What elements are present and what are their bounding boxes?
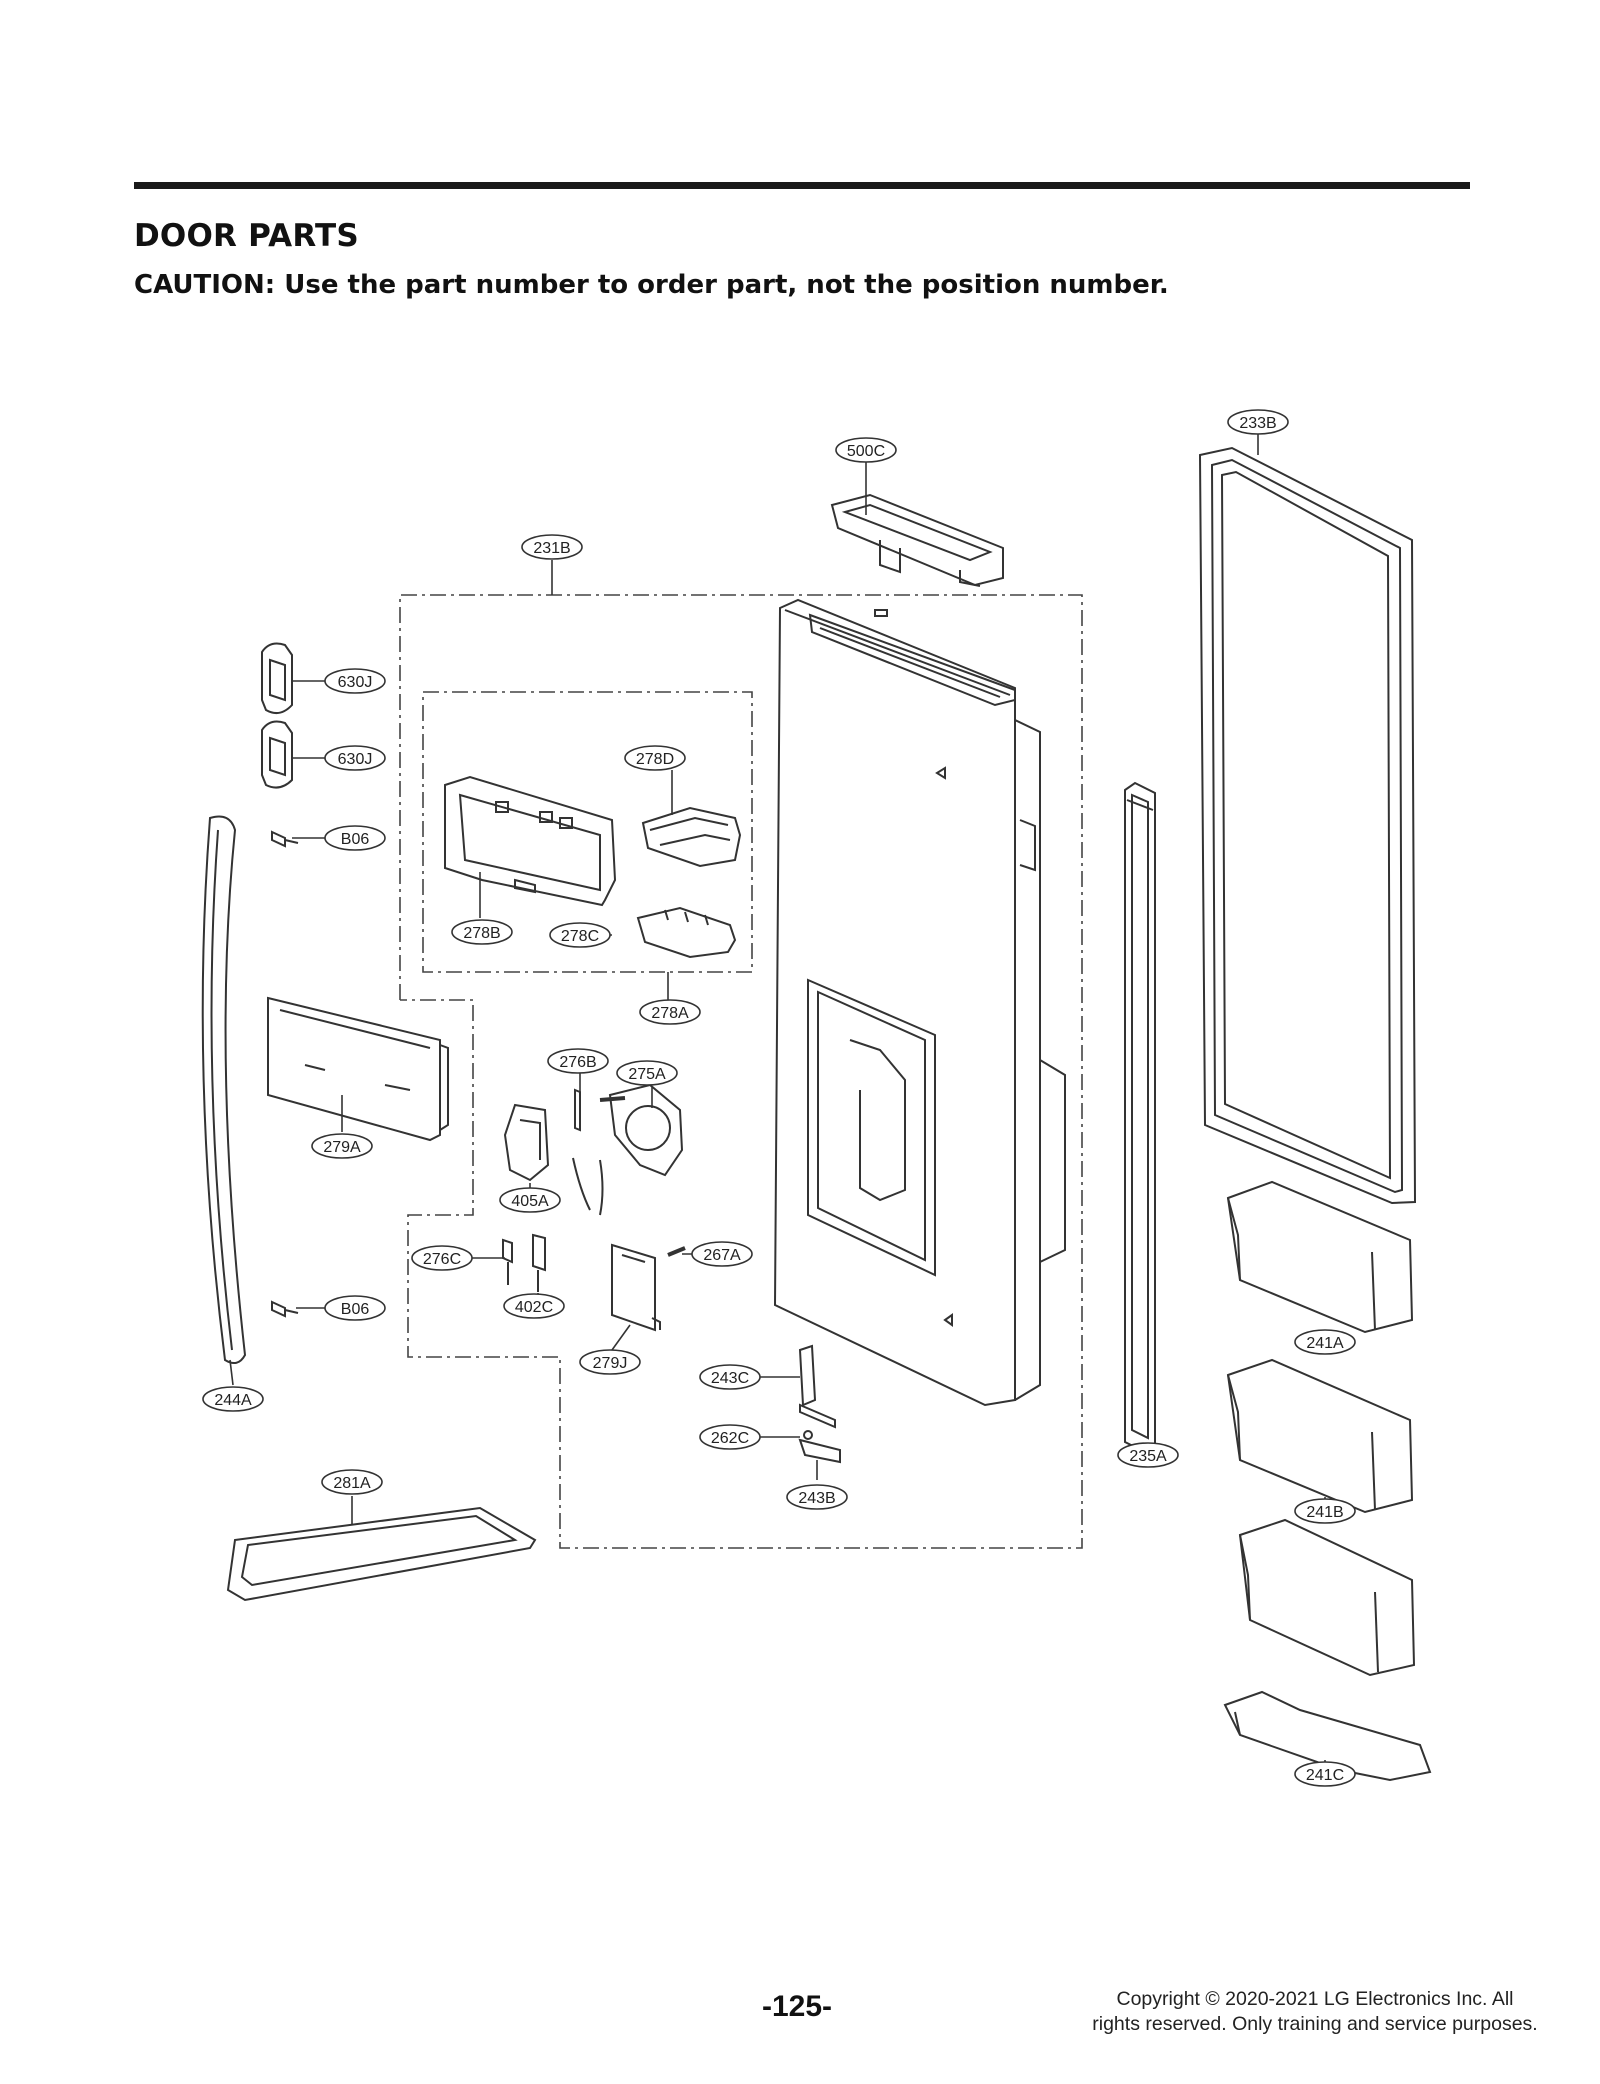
callout-278A: 278A <box>639 999 701 1025</box>
callout-630J-b: 630J <box>324 745 386 771</box>
callout-275A: 275A <box>616 1060 678 1086</box>
svg-text:244A: 244A <box>214 1392 252 1409</box>
part-278B-bracket <box>444 775 617 907</box>
callout-500C: 500C <box>835 437 897 463</box>
svg-text:630J: 630J <box>338 674 373 691</box>
part-278D-bucket <box>641 806 742 868</box>
part-500C-top-hinge <box>830 493 1004 587</box>
part-279A-panel <box>267 996 449 1142</box>
svg-text:405A: 405A <box>511 1193 549 1210</box>
svg-text:243B: 243B <box>798 1490 835 1507</box>
svg-text:278B: 278B <box>463 925 500 942</box>
part-sensor-group <box>502 1233 686 1332</box>
svg-text:267A: 267A <box>703 1247 741 1264</box>
svg-text:402C: 402C <box>515 1299 553 1316</box>
callout-278D: 278D <box>624 745 686 771</box>
svg-text:278C: 278C <box>561 928 599 945</box>
callouts: 500C 233B 231B 630J 630J 278D B06 278B 2… <box>202 409 1356 1787</box>
svg-text:235A: 235A <box>1129 1448 1167 1465</box>
svg-text:278D: 278D <box>636 751 674 768</box>
callout-244A: 244A <box>202 1386 264 1412</box>
svg-text:B06: B06 <box>341 831 370 848</box>
svg-text:231B: 231B <box>533 540 570 557</box>
part-281A-frame <box>226 1506 537 1602</box>
callout-231B: 231B <box>521 534 583 560</box>
svg-text:276B: 276B <box>559 1054 596 1071</box>
part-235A-strip <box>1124 781 1156 1454</box>
leader-lines <box>229 433 1326 1768</box>
svg-text:278A: 278A <box>651 1005 689 1022</box>
part-B06-screws <box>271 830 299 1318</box>
svg-text:281A: 281A <box>333 1475 371 1492</box>
callout-630J-a: 630J <box>324 668 386 694</box>
callout-402C: 402C <box>503 1293 565 1319</box>
copyright-notice: Copyright © 2020-2021 LG Electronics Inc… <box>1092 1988 1538 2035</box>
svg-text:279J: 279J <box>593 1355 628 1372</box>
svg-text:241A: 241A <box>1306 1335 1344 1352</box>
callout-243B: 243B <box>786 1484 848 1510</box>
svg-text:276C: 276C <box>423 1251 461 1268</box>
svg-text:233B: 233B <box>1239 415 1276 432</box>
callout-B06-b: B06 <box>324 1295 386 1321</box>
callout-241C: 241C <box>1294 1761 1356 1787</box>
svg-text:241C: 241C <box>1306 1767 1344 1784</box>
callout-B06-a: B06 <box>324 825 386 851</box>
callout-262C: 262C <box>699 1424 761 1450</box>
svg-text:B06: B06 <box>341 1301 370 1318</box>
header-rule <box>134 182 1470 189</box>
caution-note: CAUTION: Use the part number to order pa… <box>134 270 1169 300</box>
part-door-panel <box>773 598 1066 1407</box>
svg-text:500C: 500C <box>847 443 885 460</box>
callout-276C: 276C <box>411 1245 473 1271</box>
part-lower-hinge <box>798 1344 841 1464</box>
svg-text:279A: 279A <box>323 1139 361 1156</box>
callout-281A: 281A <box>321 1469 383 1495</box>
section-title: DOOR PARTS <box>134 218 359 254</box>
assembly-group-231B <box>399 594 1083 1549</box>
part-630J-caps <box>261 642 293 789</box>
callout-241B: 241B <box>1294 1498 1356 1524</box>
part-dispenser-mechanism <box>503 1083 684 1216</box>
svg-text:630J: 630J <box>338 751 373 768</box>
callout-278B: 278B <box>451 919 513 945</box>
callout-279J: 279J <box>579 1349 641 1375</box>
callout-276B: 276B <box>547 1048 609 1074</box>
part-278C-tray <box>636 906 737 959</box>
part-244A-handle <box>201 815 247 1365</box>
callout-267A: 267A <box>691 1241 753 1267</box>
svg-text:243C: 243C <box>711 1370 749 1387</box>
svg-text:241B: 241B <box>1306 1504 1343 1521</box>
svg-text:275A: 275A <box>628 1066 666 1083</box>
callout-405A: 405A <box>499 1187 561 1213</box>
callout-278C: 278C <box>549 922 611 948</box>
svg-text:262C: 262C <box>711 1430 749 1447</box>
part-door-bins <box>1223 1180 1432 1782</box>
page-number: -125- <box>762 1990 833 2023</box>
callout-233B: 233B <box>1227 409 1289 435</box>
part-233B-gasket <box>1198 446 1417 1205</box>
callout-279A: 279A <box>311 1133 373 1159</box>
callout-235A: 235A <box>1117 1442 1179 1468</box>
callout-241A: 241A <box>1294 1329 1356 1355</box>
callout-243C: 243C <box>699 1364 761 1390</box>
